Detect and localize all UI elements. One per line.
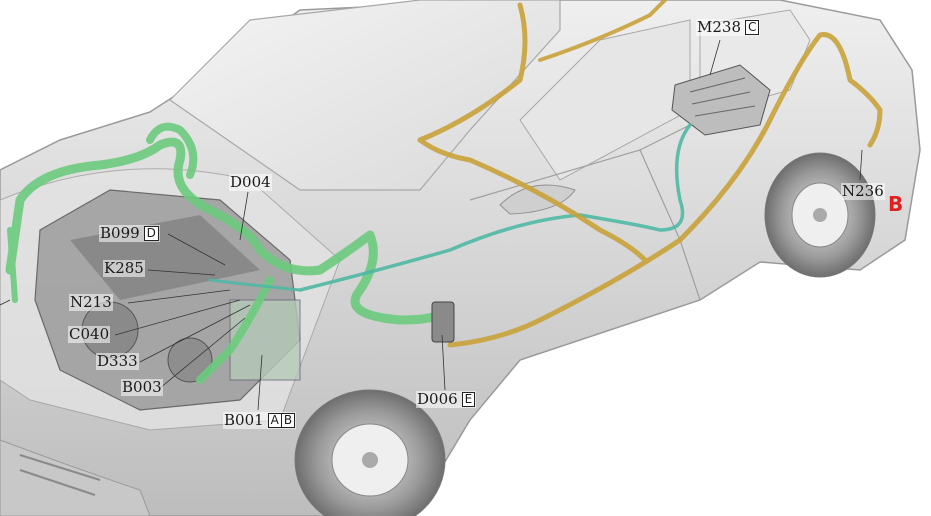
label-b099-box-d: D [143, 226, 159, 241]
connector-d006 [431, 301, 455, 343]
label-b099-code: B099 [100, 224, 140, 242]
green-harness [5, 122, 450, 384]
handwritten-annotation-b: B [888, 192, 904, 216]
label-m238-code: M238 [697, 18, 741, 36]
label-k285-code: K285 [104, 259, 144, 277]
rear-wheel [764, 152, 876, 278]
label-d333-code: D333 [97, 352, 138, 370]
label-m238: M238 C [696, 18, 761, 36]
label-d004-code: D004 [230, 173, 271, 191]
label-n213: N213 [69, 294, 113, 311]
label-d006-code: D006 [417, 390, 458, 408]
label-n236-code: N236 [842, 182, 884, 200]
leader-lines [0, 39, 863, 411]
label-d333: D333 [96, 353, 139, 370]
battery-module [671, 64, 771, 136]
label-n236: N236 [841, 183, 885, 200]
yellow-harness [417, 0, 883, 348]
label-c040-code: C040 [69, 325, 110, 343]
label-b001-box-a: A [267, 413, 282, 428]
label-m238-box-c: C [745, 20, 760, 35]
label-n213-code: N213 [70, 293, 112, 311]
label-d006-box-e: E [461, 392, 476, 407]
label-b001-box-b: B [281, 413, 296, 428]
label-b003: B003 [121, 379, 163, 396]
label-d004: D004 [229, 174, 272, 191]
teal-harness [208, 123, 692, 292]
front-wheel [294, 389, 446, 516]
label-b003-code: B003 [122, 378, 162, 396]
label-b001-code: B001 [224, 411, 264, 429]
label-k285: K285 [103, 260, 145, 277]
label-c040: C040 [68, 325, 111, 343]
